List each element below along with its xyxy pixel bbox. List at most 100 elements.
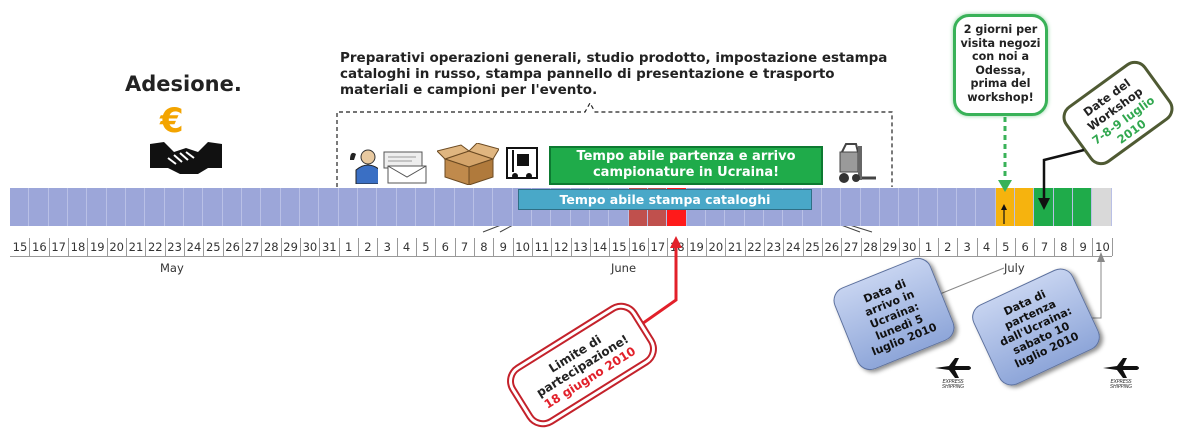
timeline-day-number: 27 bbox=[843, 240, 859, 254]
limite-line2: partecipazione! bbox=[533, 331, 632, 400]
timeline-day-number: 22 bbox=[747, 240, 762, 254]
timeline-day-number: 13 bbox=[573, 240, 588, 254]
preparativi-text: Preparativi operazioni generali, studio … bbox=[340, 50, 888, 98]
timeline-day-cell bbox=[899, 188, 919, 226]
month-may: May bbox=[160, 261, 184, 275]
timeline-day-cell bbox=[300, 188, 320, 226]
timeline-day-number: 22 bbox=[147, 240, 163, 254]
timeline-day-separator bbox=[1111, 238, 1113, 256]
timeline-day-cell bbox=[803, 188, 822, 226]
timeline-day-cell bbox=[455, 188, 474, 226]
timeline-day-cell bbox=[107, 188, 126, 226]
timeline-day-separator bbox=[454, 238, 456, 256]
adesione-title: Adesione. bbox=[125, 72, 242, 96]
timeline-day-number: 15 bbox=[12, 240, 28, 254]
timeline-day-separator bbox=[879, 238, 881, 256]
documents-envelope-icon bbox=[383, 151, 427, 184]
timeline-day-number: 17 bbox=[650, 240, 666, 254]
timeline-day-separator bbox=[957, 238, 959, 256]
timeline-day-cell bbox=[242, 188, 262, 226]
timeline-day-number: 30 bbox=[901, 240, 917, 254]
timeline-day-cell bbox=[29, 188, 49, 226]
timeline-day-separator bbox=[164, 238, 166, 256]
timeline-day-number: 23 bbox=[766, 240, 782, 254]
timeline-day-cell bbox=[416, 188, 436, 226]
timeline-day-number: 16 bbox=[631, 240, 646, 254]
timeline-day-cell bbox=[319, 188, 339, 226]
phone-person-icon bbox=[350, 149, 378, 184]
timeline-day-number: 17 bbox=[51, 240, 66, 254]
timeline-day-cell bbox=[841, 188, 861, 226]
timeline-day-number: 26 bbox=[824, 240, 840, 254]
timeline-day-separator bbox=[1073, 238, 1075, 256]
campionature-box: Tempo abile partenza e arrivo campionatu… bbox=[549, 146, 823, 185]
timeline-day-separator bbox=[899, 238, 901, 256]
timeline-day-number: 20 bbox=[708, 240, 724, 254]
timeline-day-cell bbox=[203, 188, 223, 226]
timeline-day-separator bbox=[29, 238, 31, 256]
timeline-day-number: 5 bbox=[1002, 240, 1010, 254]
timeline-day-separator bbox=[744, 238, 746, 256]
timeline-day-number: 14 bbox=[592, 240, 608, 254]
timeline-day-separator bbox=[241, 238, 243, 256]
timeline-day-cell bbox=[919, 188, 938, 226]
timeline-day-number: 9 bbox=[499, 240, 507, 254]
partenza-ucraina-callout: Data di partenza dall'Ucraina: sabato 10… bbox=[967, 263, 1105, 391]
timeline-day-separator bbox=[48, 238, 50, 256]
timeline-day-number: 3 bbox=[963, 240, 971, 254]
airplane-icon bbox=[935, 358, 971, 378]
timeline-day-cell bbox=[493, 188, 513, 226]
timeline-day-separator bbox=[87, 238, 89, 256]
timeline-day-separator bbox=[725, 238, 727, 256]
airplane-icon bbox=[1103, 358, 1139, 378]
visita-line: workshop! bbox=[967, 90, 1034, 104]
timeline-day-number: 9 bbox=[1079, 240, 1087, 254]
timeline-day-separator bbox=[222, 238, 224, 256]
timeline-day-separator bbox=[1034, 238, 1036, 256]
timeline-day-separator bbox=[183, 238, 185, 256]
visita-line: con noi a bbox=[971, 50, 1030, 63]
timeline-day-cell bbox=[87, 188, 107, 226]
visita-line: visita negozi bbox=[960, 36, 1041, 50]
timeline-day-number: 19 bbox=[89, 240, 105, 254]
timeline-day-separator bbox=[415, 238, 417, 256]
timeline-day-separator bbox=[937, 238, 939, 256]
month-july: July bbox=[1004, 261, 1025, 275]
timeline-day-cell bbox=[861, 188, 880, 226]
timeline-day-separator bbox=[299, 238, 301, 256]
timeline-day-number: 2 bbox=[364, 240, 372, 254]
timeline-day-separator bbox=[976, 238, 978, 256]
timeline-day-separator bbox=[435, 238, 437, 256]
timeline-day-cell bbox=[1034, 188, 1054, 226]
timeline-day-cell bbox=[1015, 188, 1035, 226]
timeline-day-cell bbox=[281, 188, 300, 226]
timeline-day-number: 24 bbox=[186, 240, 202, 254]
timeline-day-separator bbox=[125, 238, 127, 256]
visita-negozi-callout: 2 giorni per visita negozi con noi a Ode… bbox=[953, 14, 1048, 116]
timeline-day-separator bbox=[261, 238, 263, 256]
timeline-day-number: 5 bbox=[422, 240, 430, 254]
timeline-day-cell bbox=[995, 188, 1016, 226]
timeline-day-cell bbox=[977, 188, 996, 226]
timeline-day-number: 1 bbox=[924, 240, 933, 254]
timeline-day-separator bbox=[802, 238, 804, 256]
timeline-day-separator bbox=[589, 238, 591, 256]
timeline-day-separator bbox=[551, 238, 553, 256]
timeline-day-cell bbox=[474, 188, 494, 226]
timeline-day-number: 11 bbox=[534, 240, 550, 254]
timeline-day-separator bbox=[686, 238, 688, 256]
timeline-day-number: 27 bbox=[244, 240, 260, 254]
timeline-day-separator bbox=[1015, 238, 1017, 256]
limite-partecipazione-callout: Limite di partecipazione! 18 giugno 2010 bbox=[506, 302, 658, 428]
timeline-day-cell bbox=[339, 188, 358, 226]
timeline-day-number: 19 bbox=[689, 240, 704, 254]
timeline-day-separator bbox=[531, 238, 533, 256]
timeline-day-cell bbox=[397, 188, 416, 226]
timeline-day-number: 23 bbox=[167, 240, 182, 254]
visita-line: 2 giorni per bbox=[963, 23, 1038, 36]
timeline-day-number: 25 bbox=[805, 240, 820, 254]
timeline-day-cell bbox=[1073, 188, 1093, 226]
timeline-day-cell bbox=[184, 188, 204, 226]
express-shipping-label: EXPRESS SHIPPING bbox=[942, 379, 964, 390]
timeline-day-number: 24 bbox=[785, 240, 801, 254]
